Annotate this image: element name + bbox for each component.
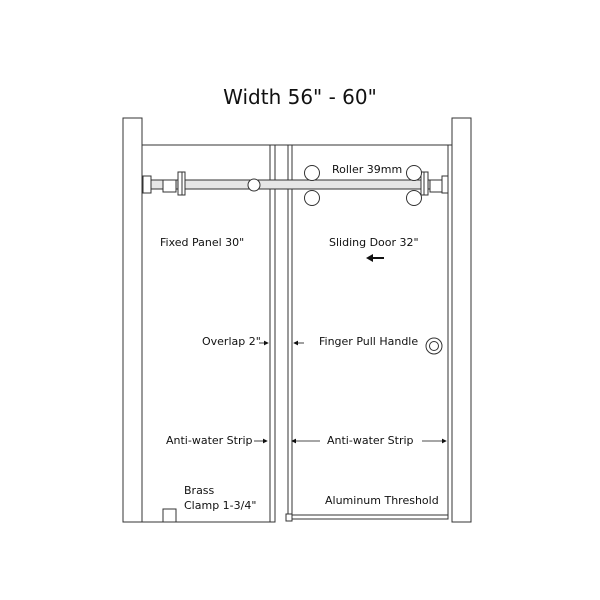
right-rail-bracket: [441, 175, 449, 194]
roller-right-bottom: [406, 190, 422, 206]
rail-bar: [142, 179, 444, 190]
roller-left-top: [304, 165, 320, 181]
fixed-panel-glass: [141, 144, 276, 523]
right-stopper: [429, 179, 443, 193]
brass-clamp-icon: [162, 508, 177, 523]
roller-left-bottom: [304, 190, 320, 206]
left-wall: [122, 117, 143, 523]
aluminum-threshold-label: Aluminum Threshold: [325, 494, 439, 507]
roller-label: Roller 39mm: [332, 163, 402, 176]
diagram-title: Width 56" - 60": [223, 85, 377, 109]
roller-right-top: [406, 165, 422, 181]
anti-water-strip-right-label: Anti-water Strip: [327, 434, 414, 447]
finger-pull-handle-icon: [425, 337, 443, 355]
threshold-end-cap: [285, 513, 293, 522]
left-stopper: [162, 179, 177, 193]
sliding-direction-arrow: [366, 254, 384, 262]
left-rail-bracket: [142, 175, 152, 194]
sliding-door-label: Sliding Door 32": [329, 236, 419, 249]
brass-clamp-label-line2: Clamp 1-3/4": [184, 499, 256, 512]
overlap-label: Overlap 2": [202, 335, 261, 348]
aluminum-threshold: [291, 514, 449, 520]
anti-water-strip-left-label: Anti-water Strip: [166, 434, 253, 447]
right-wall: [451, 117, 472, 523]
rail-connector-circle: [247, 178, 261, 192]
finger-pull-label: Finger Pull Handle: [319, 335, 418, 348]
fixed-panel-label: Fixed Panel 30": [160, 236, 244, 249]
brass-clamp-label-line1: Brass: [184, 484, 215, 497]
